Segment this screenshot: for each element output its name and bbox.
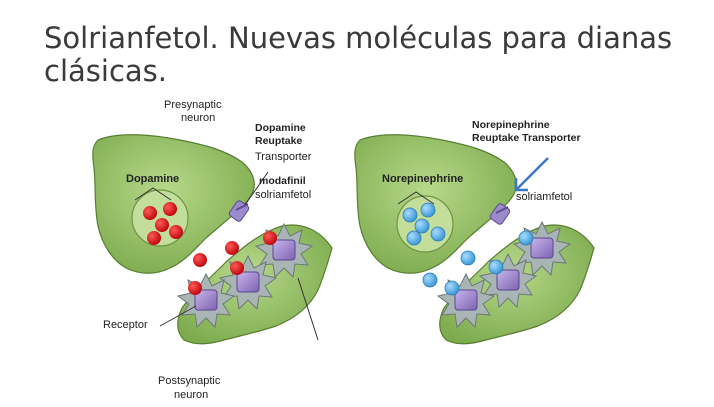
- modafinil-label: modafinil: [259, 175, 306, 187]
- dat-label-3: Transporter: [255, 151, 312, 163]
- dat-label-2: Reuptake: [255, 135, 302, 147]
- transporter-arrow-icon: [514, 157, 549, 192]
- postsynaptic-label-2: neuron: [174, 389, 208, 401]
- receptor-label: Receptor: [103, 319, 148, 331]
- slide-title: Solrianfetol. Nuevas moléculas para dian…: [44, 21, 673, 88]
- dat-label-1: Dopamine: [255, 122, 306, 134]
- solriamfetol-label-right: solriamfetol: [516, 191, 572, 203]
- right-synapse-panel: Norepinephrine Norepinephrine Reuptake T…: [354, 119, 595, 345]
- ne-transporter-right: [489, 203, 511, 225]
- postsynaptic-label-1: Postsynaptic: [158, 375, 221, 387]
- norepinephrine-molecules-cleft: [422, 230, 534, 296]
- norepinephrine-molecules-vesicle: [402, 202, 446, 246]
- presynaptic-label-1: Presynaptic: [164, 99, 222, 111]
- net-label-1: Norepinephrine: [472, 119, 550, 131]
- net-label-2: Reuptake Transporter: [472, 132, 581, 144]
- solriamfetol-label-left: solriamfetol: [255, 189, 311, 201]
- dopamine-transporter-left: [228, 200, 250, 222]
- presynaptic-label-2: neuron: [181, 112, 215, 124]
- left-synapse-panel: Presynaptic neuron Dopamine Dopamine Reu…: [92, 99, 333, 401]
- norepinephrine-label: Norepinephrine: [382, 173, 463, 185]
- dopamine-molecules-cleft: [188, 231, 277, 295]
- dopamine-molecules-vesicle: [143, 202, 183, 245]
- dopamine-label: Dopamine: [126, 173, 179, 185]
